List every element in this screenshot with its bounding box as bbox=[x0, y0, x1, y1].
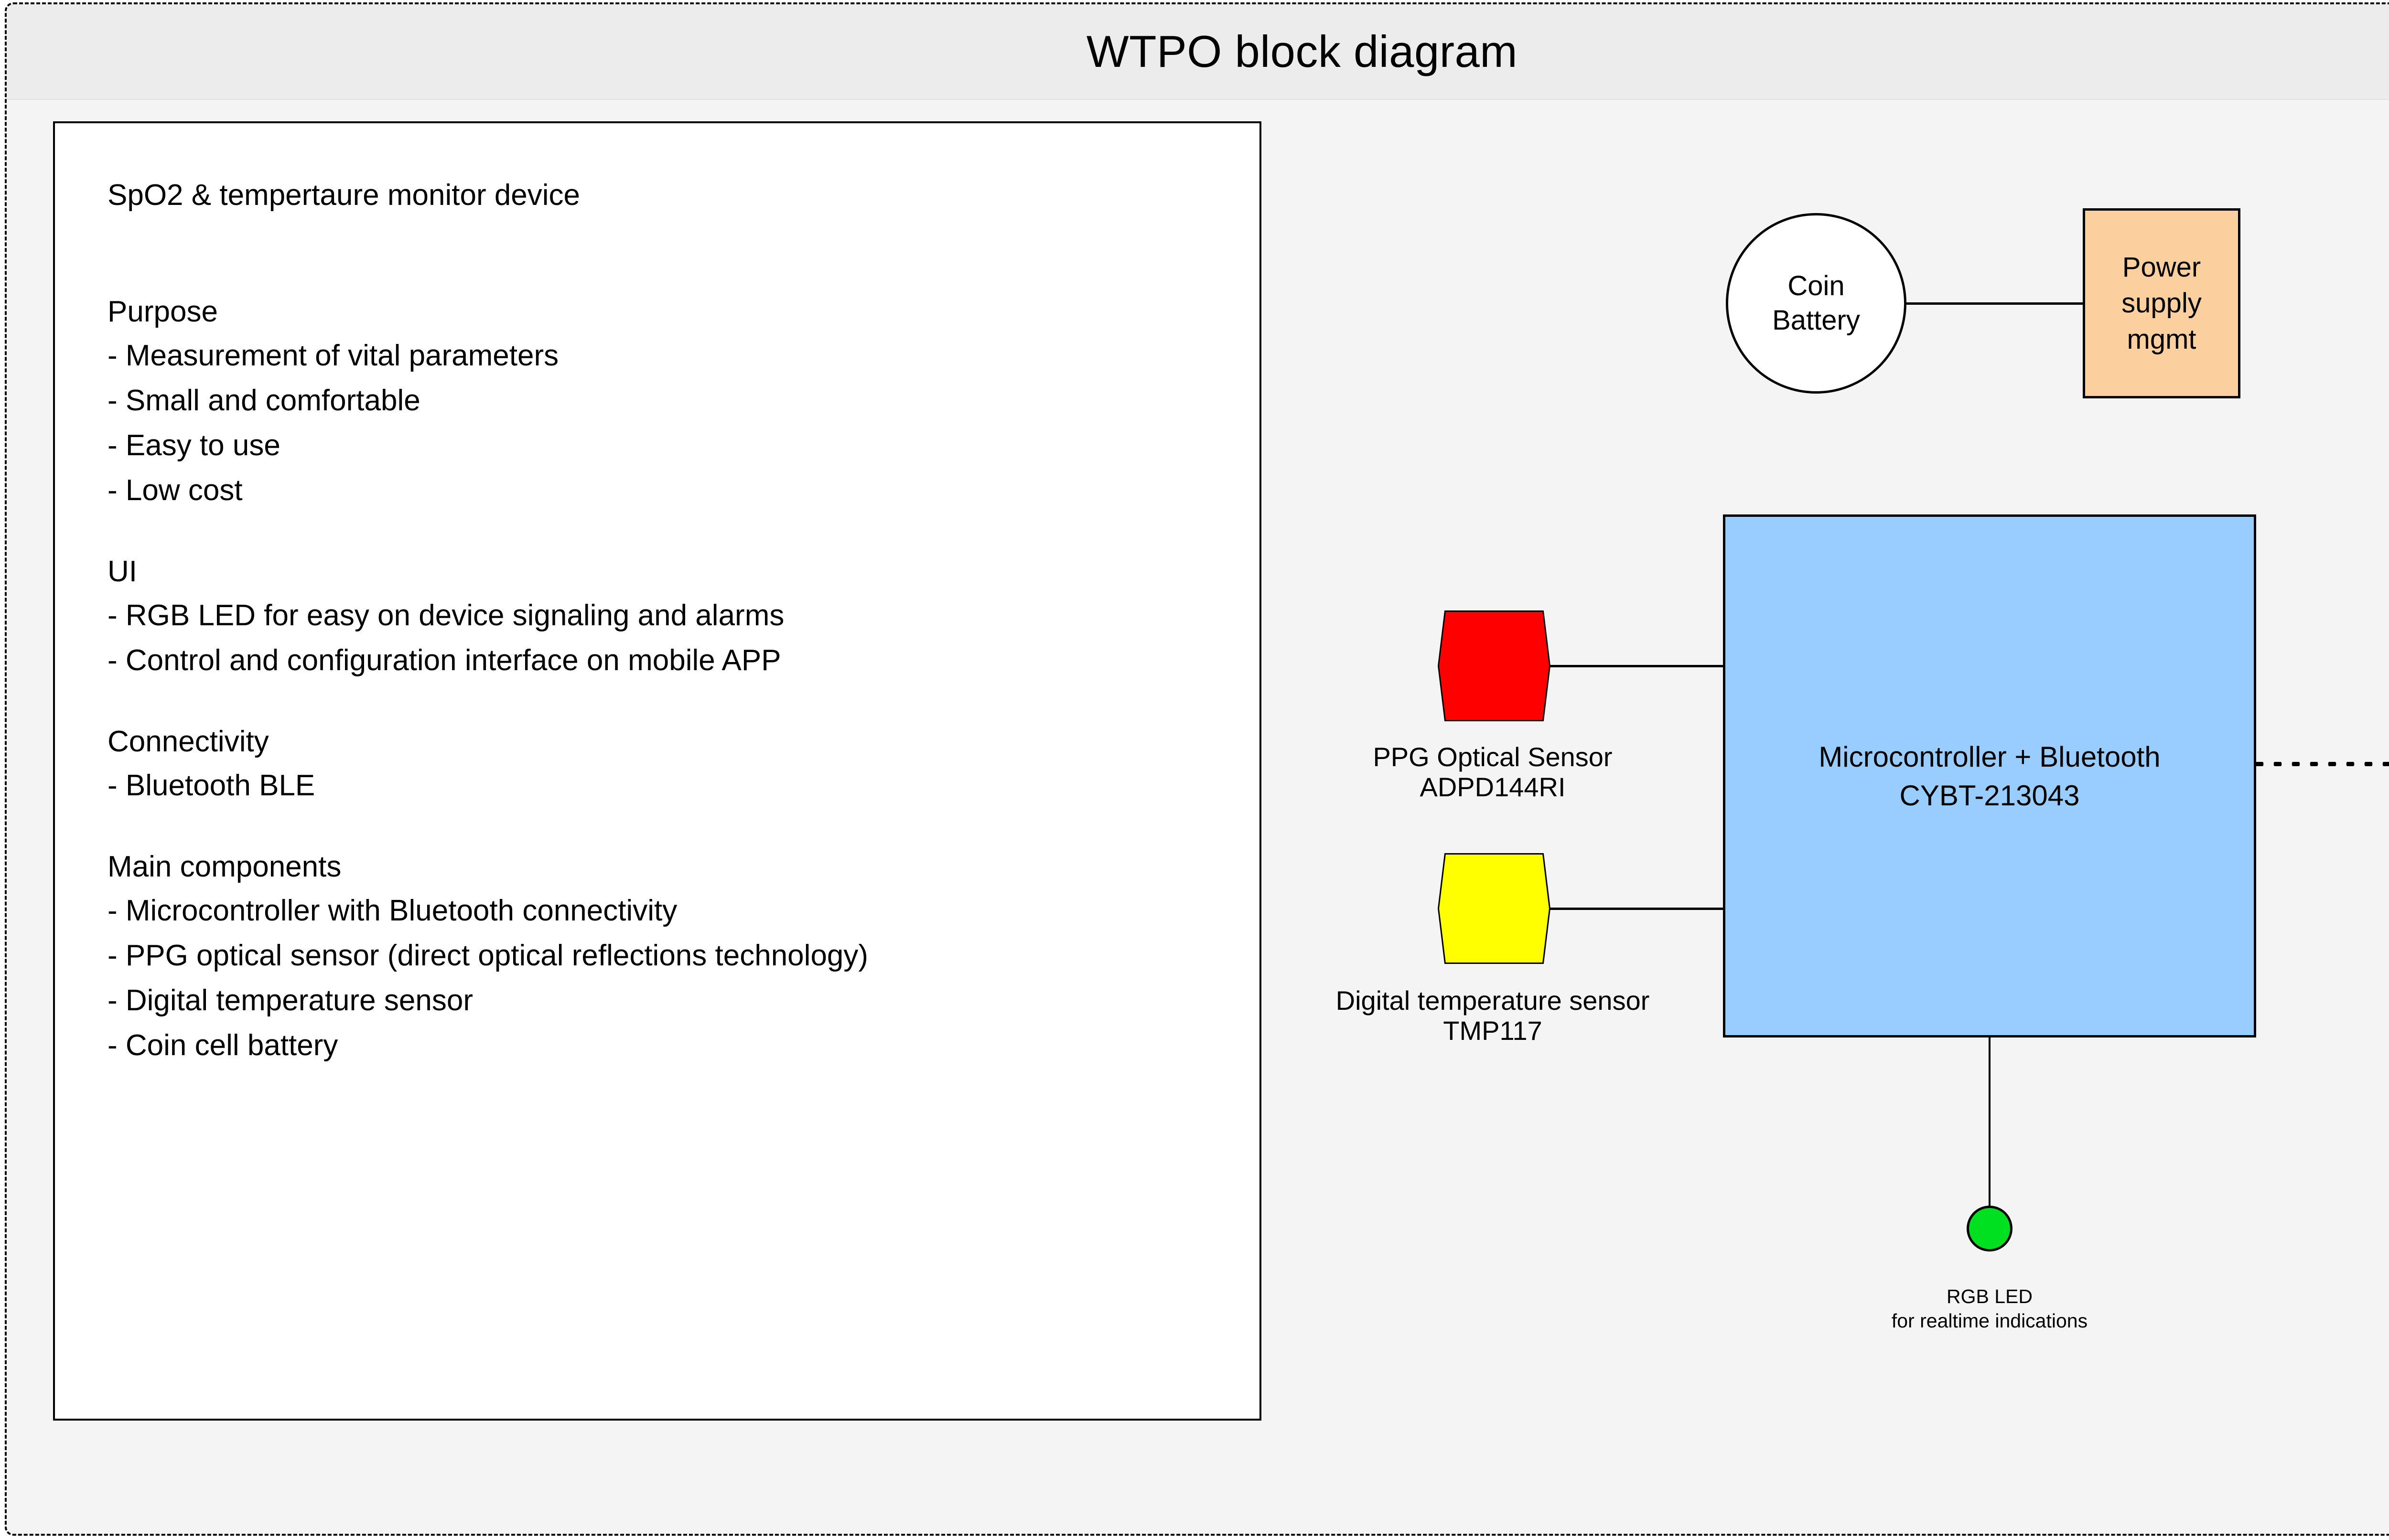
spec-item: - Control and configuration interface on… bbox=[108, 644, 781, 677]
spec-item: - RGB LED for easy on device signaling a… bbox=[108, 599, 785, 632]
block-label: Coin Battery bbox=[1772, 270, 1860, 336]
spacer bbox=[108, 816, 1259, 852]
block-coin-battery[interactable]: Coin Battery bbox=[1726, 213, 1906, 394]
block-power-supply-mgmt[interactable]: Power supply mgmt bbox=[2083, 208, 2240, 398]
diagram-title-bar: WTPO block diagram bbox=[7, 4, 2389, 100]
page-title: WTPO block diagram bbox=[1086, 26, 1518, 76]
diagram-container: WTPO block diagram SpO2 & tempertaure mo… bbox=[5, 2, 2389, 1536]
spec-item: - Coin cell battery bbox=[108, 1029, 338, 1062]
spec-section-title-main-components: Main components bbox=[108, 850, 342, 883]
block-label-temperature-sensor: Digital temperature sensor TMP117 bbox=[1335, 985, 1650, 1046]
spec-item: - Small and comfortable bbox=[108, 384, 420, 417]
block-rgb-led[interactable] bbox=[1967, 1206, 2012, 1251]
block-label: Microcontroller + Bluetooth CYBT-213043 bbox=[1819, 740, 2161, 812]
block-ppg-sensor[interactable] bbox=[1439, 612, 1549, 720]
block-microcontroller[interactable]: Microcontroller + Bluetooth CYBT-213043 bbox=[1723, 514, 2256, 1037]
specification-panel: SpO2 & tempertaure monitor device Purpos… bbox=[53, 121, 1261, 1421]
spec-item: - PPG optical sensor (direct optical ref… bbox=[108, 939, 869, 972]
spacer bbox=[108, 225, 1259, 261]
connector-temperature-to-microcontroller bbox=[1549, 908, 1724, 910]
spacer bbox=[108, 691, 1259, 727]
connector-battery-to-power-supply bbox=[1906, 302, 2084, 305]
connector-ble-wireless-link bbox=[2250, 762, 2389, 766]
spec-section-title-connectivity: Connectivity bbox=[108, 725, 269, 758]
block-temperature-sensor[interactable] bbox=[1439, 855, 1549, 962]
spec-section-title-ui: UI bbox=[108, 555, 137, 588]
spacer bbox=[108, 521, 1259, 557]
connector-microcontroller-to-rgb-led bbox=[1989, 1037, 1991, 1208]
block-label-rgb-led: RGB LED for realtime indications bbox=[1891, 1285, 2088, 1332]
connector-ppg-to-microcontroller bbox=[1549, 665, 1724, 667]
spec-item: - Low cost bbox=[108, 474, 243, 507]
spacer bbox=[108, 261, 1259, 297]
spec-item: - Easy to use bbox=[108, 429, 280, 462]
spec-section-title-purpose: Purpose bbox=[108, 295, 218, 328]
spec-item: - Bluetooth BLE bbox=[108, 769, 315, 802]
spec-item: - Measurement of vital parameters bbox=[108, 339, 559, 372]
block-label: Power supply mgmt bbox=[2121, 251, 2202, 355]
spec-heading: SpO2 & tempertaure monitor device bbox=[108, 179, 581, 212]
block-label-ppg-sensor: PPG Optical Sensor ADPD144RI bbox=[1373, 742, 1613, 802]
spec-item: - Digital temperature sensor bbox=[108, 984, 473, 1017]
spec-item: - Microcontroller with Bluetooth connect… bbox=[108, 894, 678, 927]
